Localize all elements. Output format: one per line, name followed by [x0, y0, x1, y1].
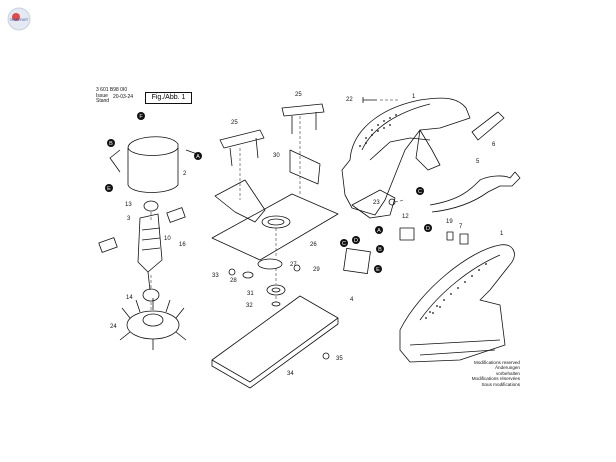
capacitor-12: [399, 227, 415, 241]
svg-text:A: A: [196, 154, 200, 160]
base-pad-34: [211, 295, 339, 383]
svg-text:5: 5: [476, 159, 480, 165]
svg-text:D: D: [354, 238, 358, 244]
svg-text:19: 19: [446, 219, 453, 225]
note-en: Modifications reserved: [474, 360, 520, 365]
svg-text:14: 14: [126, 295, 133, 301]
svg-text:27: 27: [290, 262, 297, 268]
svg-text:24: 24: [110, 324, 117, 330]
plate-30: [214, 179, 266, 223]
svg-text:31: 31: [247, 291, 254, 297]
assembled-sander: [399, 244, 515, 363]
screw-33: [228, 268, 236, 276]
callout-markers: F B A E C D A C B D E: [105, 112, 432, 273]
issue-date: 20-03-24: [113, 94, 134, 100]
callout-C: C: [416, 187, 424, 195]
housing-top-part: [341, 97, 471, 216]
ring-28: [242, 271, 254, 279]
callout-E: E: [105, 184, 113, 192]
callout-D2: D: [352, 236, 360, 244]
svg-text:D: D: [426, 226, 430, 232]
part-number-labels: 1 1 2 3 4 5 6 7 10 12 13 14 16 19 22 23 …: [110, 92, 504, 377]
spring-25-left: [219, 129, 265, 167]
svg-text:B: B: [109, 141, 113, 147]
ring-27: [257, 258, 283, 270]
svg-text:C: C: [342, 241, 346, 247]
fan-part: [119, 298, 187, 350]
screw-22: [362, 97, 377, 103]
svg-text:SPAREPART: SPAREPART: [10, 18, 29, 22]
svg-text:B: B: [378, 247, 382, 253]
svg-text:A: A: [377, 228, 381, 234]
svg-text:10: 10: [164, 236, 171, 242]
svg-text:28: 28: [230, 278, 237, 284]
svg-text:29: 29: [313, 267, 320, 273]
note-fr2: Sous modifications: [481, 381, 520, 387]
svg-text:12: 12: [402, 214, 409, 220]
issue-label: Issue Stand: [96, 93, 110, 104]
svg-text:16: 16: [179, 242, 186, 248]
svg-text:22: 22: [346, 97, 353, 103]
screw-29: [293, 264, 301, 272]
brush-holder-right: [166, 207, 186, 223]
field-coil-part: [127, 136, 179, 193]
svg-text:6: 6: [492, 142, 496, 148]
figure-label: Fig./Abb. 1: [145, 92, 192, 104]
bearing-14: [142, 288, 160, 302]
note-fr: Modifications réservées: [471, 376, 520, 382]
switch-part: [343, 248, 371, 274]
svg-text:E: E: [376, 267, 380, 273]
callout-A: A: [194, 152, 202, 160]
spring-25-right: [281, 103, 325, 134]
bearing-13: [143, 200, 159, 212]
svg-text:C: C: [418, 189, 422, 195]
callout-E2: E: [374, 265, 382, 273]
svg-text:1: 1: [500, 231, 504, 237]
armature-part: [137, 213, 163, 273]
cable-plug-part: [429, 171, 521, 213]
svg-text:32: 32: [246, 303, 253, 309]
callout-C2: C: [340, 239, 348, 247]
svg-text:30: 30: [273, 153, 280, 159]
callout-F: F: [137, 112, 145, 120]
svg-text:34: 34: [287, 371, 294, 377]
note-de: Änderungen vorbehalten: [494, 365, 520, 376]
screw-35: [322, 352, 330, 360]
svg-text:23: 23: [373, 200, 380, 206]
plate-26: [211, 193, 339, 261]
svg-text:33: 33: [212, 273, 219, 279]
svg-text:25: 25: [295, 92, 302, 98]
svg-text:35: 35: [336, 356, 343, 362]
svg-text:E: E: [107, 186, 111, 192]
svg-text:26: 26: [310, 242, 317, 248]
doc-number: 3 601 B98 0I0: [96, 87, 128, 93]
callout-A2: A: [375, 226, 383, 234]
svg-text:3: 3: [127, 216, 131, 222]
part-7: [459, 233, 469, 245]
svg-text:25: 25: [231, 120, 238, 126]
callout-D: D: [424, 224, 432, 232]
callout-B: B: [107, 139, 115, 147]
svg-text:1: 1: [412, 94, 416, 100]
brush-holder-left: [98, 237, 118, 253]
svg-text:F: F: [139, 114, 143, 120]
part-19: [446, 231, 454, 241]
ring-31: [266, 284, 286, 296]
watermark-logo: SPAREPART: [7, 7, 31, 31]
svg-text:2: 2: [183, 171, 187, 177]
svg-text:4: 4: [350, 297, 354, 303]
svg-text:13: 13: [125, 202, 132, 208]
modification-notes: Modifications reserved Änderungen vorbeh…: [470, 360, 520, 387]
callout-B2: B: [376, 245, 384, 253]
cable-sleeve-part: [471, 111, 505, 141]
screw-32: [271, 301, 281, 307]
svg-text:7: 7: [459, 224, 463, 230]
bracket-right: [289, 149, 321, 185]
